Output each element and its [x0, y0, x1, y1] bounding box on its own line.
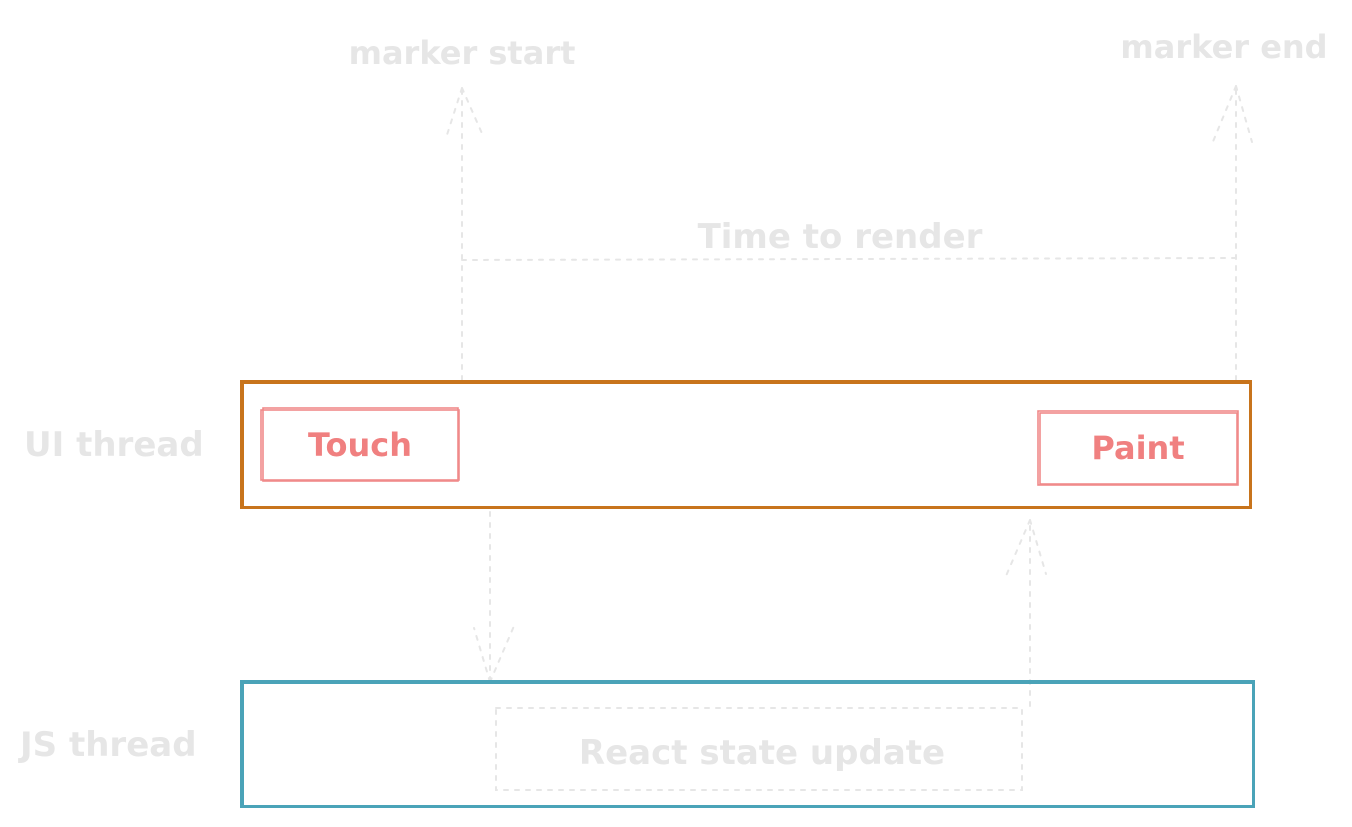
paint-label: Paint: [1091, 429, 1184, 467]
dispatch-to-js-arrow: [473, 511, 515, 683]
react-state-update-box: React state update: [495, 707, 1023, 791]
commit-to-ui-arrow: [1005, 519, 1047, 707]
react-state-update-label: React state update: [579, 733, 945, 773]
touch-event-box: Touch: [260, 407, 460, 482]
time-to-render-label: Time to render: [698, 217, 983, 257]
paint-event-box: Paint: [1037, 410, 1239, 486]
ui-thread-label: UI thread: [24, 425, 204, 465]
marker-end-label: marker end: [1120, 28, 1327, 66]
time-to-render-span: [461, 257, 1239, 261]
ui-thread-lane: [240, 380, 1252, 509]
touch-label: Touch: [308, 426, 412, 464]
marker-start-label: marker start: [349, 34, 576, 72]
js-thread-label: JS thread: [18, 725, 197, 765]
js-thread-lane: [240, 680, 1255, 808]
marker-end-arrow: [1211, 85, 1253, 381]
marker-start-arrow: [445, 87, 485, 381]
